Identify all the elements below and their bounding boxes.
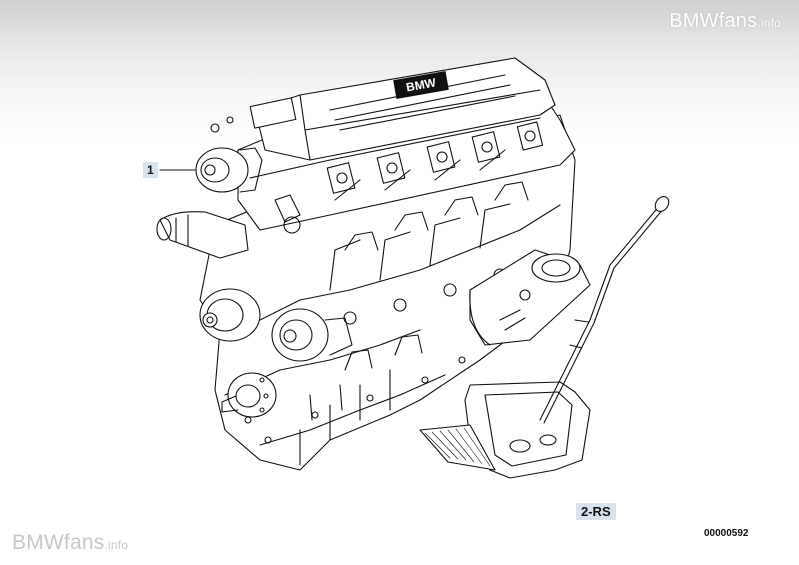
watermark-suffix: .info bbox=[757, 16, 781, 30]
oil-dipstick bbox=[539, 196, 670, 424]
valve-cover-badge: BMW bbox=[405, 75, 438, 94]
engine-details bbox=[210, 116, 529, 421]
watermark-brand: BMWfans bbox=[669, 10, 758, 32]
diagram-number: 00000592 bbox=[704, 528, 749, 539]
watermark-bottom-brand: BMWfans bbox=[12, 531, 105, 554]
callout-group-2rs[interactable]: 2-RS bbox=[576, 503, 616, 520]
watermark-top: BMWfans.info bbox=[669, 10, 781, 33]
tensioner-pulley bbox=[271, 308, 353, 362]
water-pump bbox=[199, 288, 261, 342]
watermark-bottom-suffix: .info bbox=[104, 538, 129, 552]
coolant-outlet-pipe bbox=[156, 211, 249, 259]
oil-pan bbox=[419, 381, 591, 479]
valve-cover: BMW bbox=[249, 57, 556, 161]
crankshaft-hub bbox=[221, 372, 277, 418]
vacuum-pump bbox=[195, 147, 263, 193]
watermark-bottom: BMWfans.info bbox=[12, 531, 128, 555]
callout-part-1[interactable]: 1 bbox=[143, 162, 158, 178]
oil-filter bbox=[469, 249, 591, 346]
